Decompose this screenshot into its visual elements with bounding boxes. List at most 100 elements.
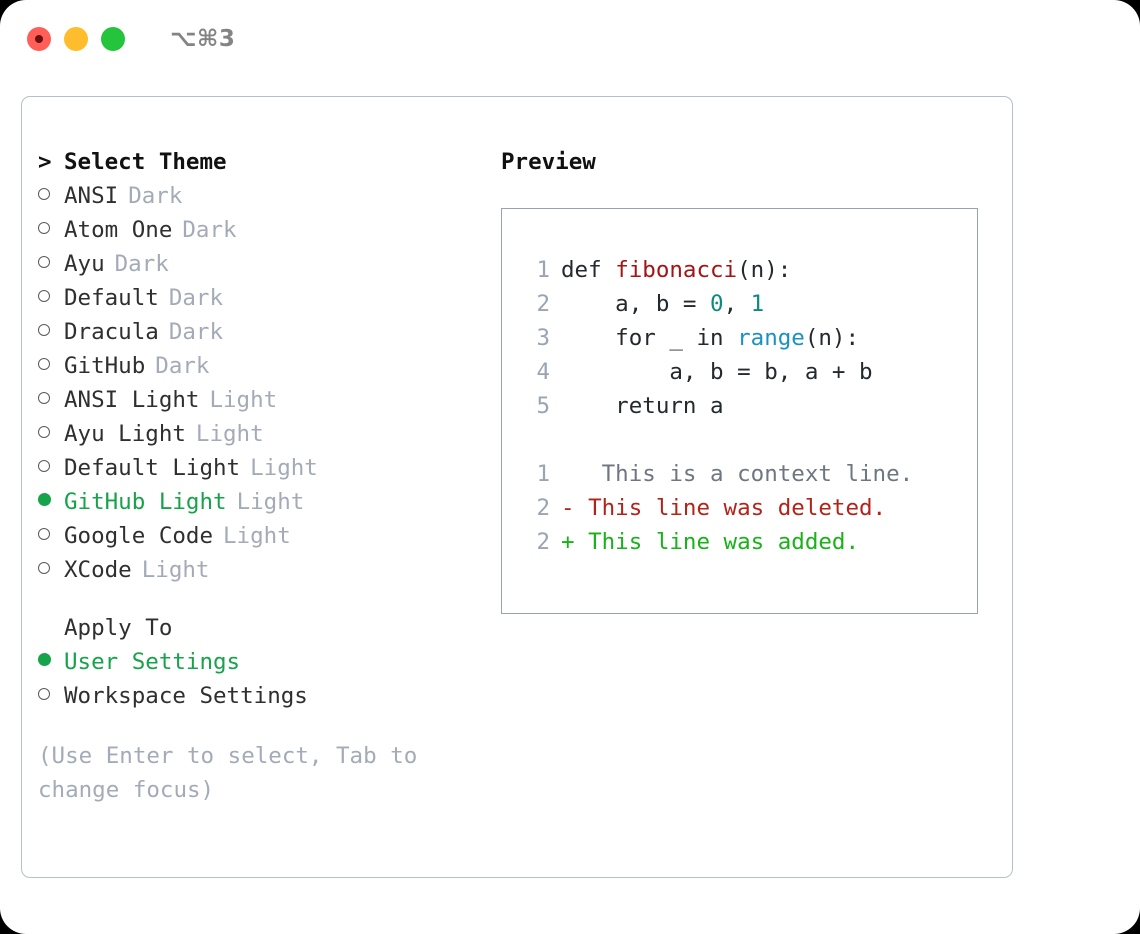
theme-item-variant: Light bbox=[223, 523, 291, 549]
preview-title: Preview bbox=[501, 149, 596, 175]
radio-selected-icon[interactable] bbox=[38, 493, 64, 509]
theme-item-variant: Light bbox=[195, 421, 264, 447]
theme-item-label: ANSI bbox=[64, 183, 119, 209]
theme-list-item[interactable]: GitHub Light Light bbox=[38, 489, 468, 523]
theme-item-label: GitHub bbox=[64, 353, 146, 379]
theme-item-variant: Light bbox=[250, 455, 318, 481]
theme-item-label: Ayu Light bbox=[64, 421, 186, 447]
radio-unselected-icon[interactable] bbox=[38, 460, 64, 475]
minimize-window-button[interactable] bbox=[64, 27, 88, 51]
theme-item-label: Default bbox=[64, 285, 159, 311]
code-line: 1 def fibonacci(n): bbox=[522, 253, 977, 287]
title-bar: ⌥⌘3 bbox=[0, 0, 1140, 78]
radio-unselected-icon[interactable] bbox=[38, 528, 64, 543]
code-token: def bbox=[561, 257, 616, 283]
line-number: 4 bbox=[536, 359, 550, 385]
radio-unselected-icon[interactable] bbox=[38, 392, 64, 407]
theme-list-item[interactable]: ANSI Dark bbox=[38, 183, 468, 217]
theme-item-label: Default Light bbox=[64, 455, 241, 481]
close-window-button[interactable] bbox=[27, 27, 51, 51]
radio-unselected-icon[interactable] bbox=[38, 324, 64, 339]
theme-list-item[interactable]: Ayu Light Light bbox=[38, 421, 468, 455]
radio-unselected-icon[interactable] bbox=[38, 358, 64, 373]
theme-list-item[interactable]: ANSI Light Light bbox=[38, 387, 468, 421]
keyboard-hint: (Use Enter to select, Tab to change focu… bbox=[38, 743, 418, 803]
apply-to-item[interactable]: User Settings bbox=[38, 649, 468, 683]
diff-text: This is a context line. bbox=[574, 461, 914, 487]
diff-marker: + bbox=[561, 529, 575, 555]
code-line: 4 a, b = b, a + b bbox=[522, 355, 977, 389]
theme-item-variant: Light bbox=[209, 387, 278, 413]
line-number: 3 bbox=[536, 325, 550, 351]
code-token: a, b = b, a + b bbox=[561, 359, 873, 385]
apply-to-heading-label: Apply To bbox=[64, 615, 173, 641]
radio-unselected-icon[interactable] bbox=[38, 688, 64, 703]
theme-item-variant: Dark bbox=[168, 319, 224, 345]
theme-list-heading-label: Select Theme bbox=[64, 149, 227, 175]
theme-item-variant: Dark bbox=[155, 353, 210, 379]
theme-item-variant: Light bbox=[141, 557, 210, 583]
theme-list-item[interactable]: Default Light Light bbox=[38, 455, 468, 489]
theme-list-item[interactable]: Ayu Dark bbox=[38, 251, 468, 285]
code-token: fibonacci bbox=[615, 257, 738, 283]
theme-item-label: Atom One bbox=[64, 217, 173, 243]
code-token: (n): bbox=[737, 257, 792, 283]
code-line: 5 return a bbox=[522, 389, 977, 423]
radio-unselected-icon[interactable] bbox=[38, 426, 64, 441]
diff-line: 1 This is a context line. bbox=[522, 457, 977, 491]
diff-marker bbox=[561, 457, 575, 491]
diff-marker: - bbox=[561, 495, 575, 521]
keyboard-shortcut-label: ⌥⌘3 bbox=[170, 26, 236, 52]
radio-unselected-icon[interactable] bbox=[38, 562, 64, 577]
line-number: 1 bbox=[536, 257, 550, 283]
diff-text: This line was deleted. bbox=[574, 495, 887, 521]
code-token: return a bbox=[561, 393, 724, 419]
diff-text: This line was added. bbox=[574, 529, 860, 555]
theme-item-label: XCode bbox=[64, 557, 132, 583]
theme-item-variant: Dark bbox=[128, 183, 183, 209]
radio-selected-icon[interactable] bbox=[38, 653, 64, 669]
diff-line: 2- This line was deleted. bbox=[522, 491, 977, 525]
theme-item-label: ANSI Light bbox=[64, 387, 200, 413]
apply-to-item[interactable]: Workspace Settings bbox=[38, 683, 468, 717]
radio-unselected-icon[interactable] bbox=[38, 222, 64, 237]
theme-item-variant: Dark bbox=[114, 251, 169, 277]
line-number: 2 bbox=[536, 495, 550, 521]
code-token: range bbox=[737, 325, 805, 351]
window-controls bbox=[27, 27, 125, 51]
code-token: for _ in bbox=[561, 325, 738, 351]
code-token: a, b = bbox=[561, 291, 711, 317]
section-spacer bbox=[38, 591, 468, 615]
theme-item-label: Google Code bbox=[64, 523, 214, 549]
apply-to-heading: Apply To bbox=[38, 615, 468, 649]
theme-list-item[interactable]: Google Code Light bbox=[38, 523, 468, 557]
theme-item-label: Ayu bbox=[64, 251, 105, 277]
code-line: 3 for _ in range(n): bbox=[522, 321, 977, 355]
theme-list-heading: >Select Theme bbox=[38, 149, 468, 183]
radio-unselected-icon[interactable] bbox=[38, 256, 64, 271]
theme-list-item[interactable]: GitHub Dark bbox=[38, 353, 468, 387]
theme-list-item[interactable]: Dracula Dark bbox=[38, 319, 468, 353]
line-number: 2 bbox=[536, 291, 550, 317]
apply-to-item-label: Workspace Settings bbox=[64, 683, 308, 709]
line-number: 5 bbox=[536, 393, 550, 419]
theme-item-label: GitHub Light bbox=[64, 489, 227, 515]
radio-unselected-icon[interactable] bbox=[38, 188, 64, 203]
code-token: (n): bbox=[804, 325, 860, 351]
theme-list-item[interactable]: XCode Light bbox=[38, 557, 468, 591]
theme-item-variant: Dark bbox=[168, 285, 224, 311]
theme-item-variant: Light bbox=[236, 489, 305, 515]
maximize-window-button[interactable] bbox=[101, 27, 125, 51]
theme-list-item[interactable]: Default Dark bbox=[38, 285, 468, 319]
code-line: 2 a, b = 0, 1 bbox=[522, 287, 977, 321]
radio-unselected-icon[interactable] bbox=[38, 290, 64, 305]
theme-item-label: Dracula bbox=[64, 319, 159, 345]
code-token: 1 bbox=[750, 291, 765, 317]
